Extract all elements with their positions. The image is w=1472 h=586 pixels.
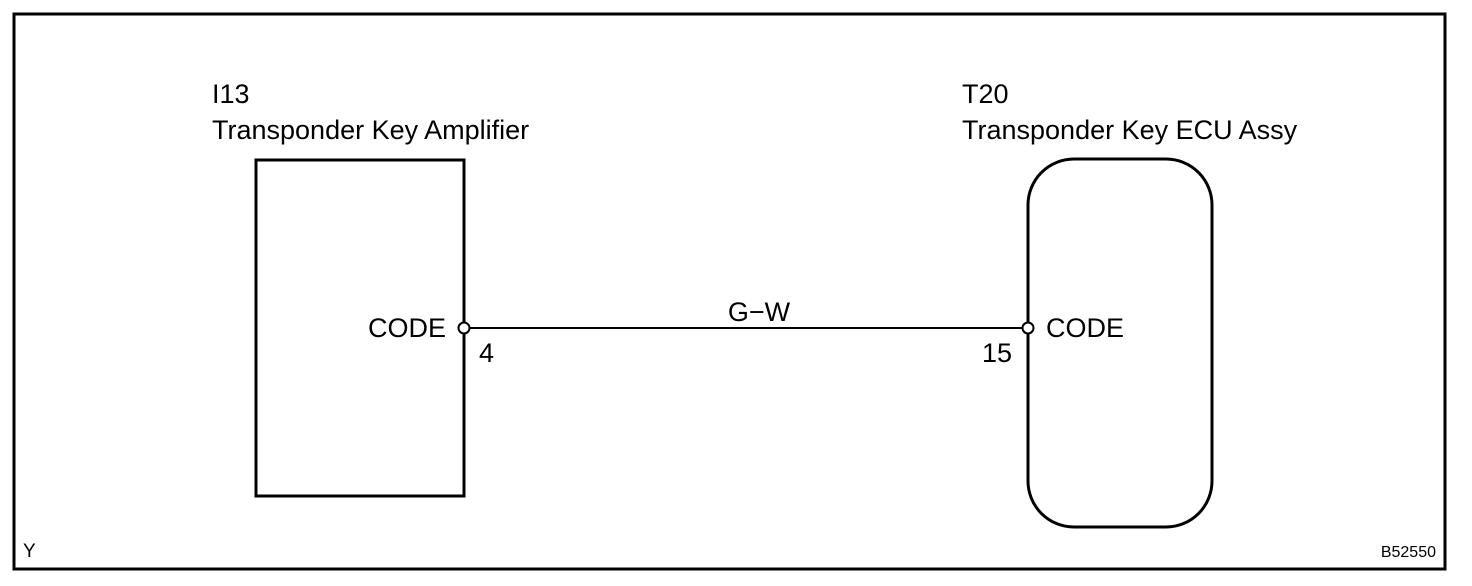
pin-number-t20: 15 — [982, 338, 1012, 368]
corner-label: Y — [23, 541, 36, 562]
pin-label-t20: CODE — [1046, 313, 1124, 343]
component-id-i13: I13 — [212, 79, 250, 109]
wire-color-code: G−W — [728, 297, 791, 327]
terminal-t20-15 — [1021, 321, 1035, 335]
pin-label-i13: CODE — [368, 313, 446, 343]
pin-number-i13: 4 — [479, 338, 494, 368]
component-box-t20 — [1026, 157, 1214, 529]
diagram-frame — [12, 12, 1447, 571]
component-name-t20: Transponder Key ECU Assy — [962, 115, 1298, 145]
terminal-i13-4 — [457, 321, 471, 335]
component-id-t20: T20 — [962, 79, 1009, 109]
component-name-i13: Transponder Key Amplifier — [212, 115, 529, 145]
figure-code: B52550 — [1381, 544, 1436, 561]
